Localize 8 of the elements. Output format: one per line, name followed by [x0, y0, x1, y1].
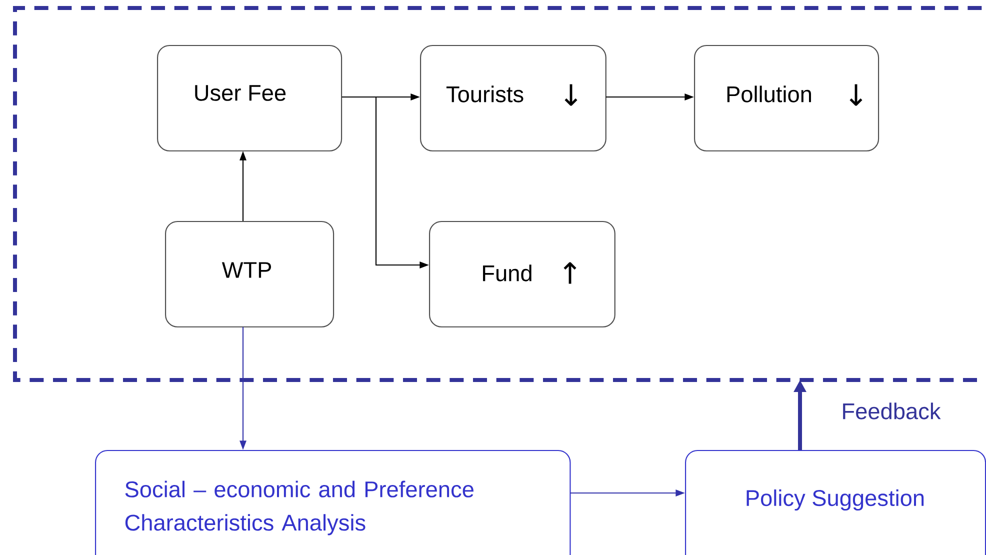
process-box: Pollution ↓	[694, 45, 880, 152]
process-box: Social – economic and Preference Characteristics Analysis	[95, 450, 571, 555]
process-box: Fund ↑	[429, 221, 616, 328]
process-box: Policy Suggestion	[685, 450, 986, 555]
process-box: WTP	[165, 221, 334, 328]
edge-label: Feedback	[843, 402, 941, 420]
process-box: Tourists ↓	[420, 45, 606, 152]
process-box: User Fee	[157, 45, 342, 152]
